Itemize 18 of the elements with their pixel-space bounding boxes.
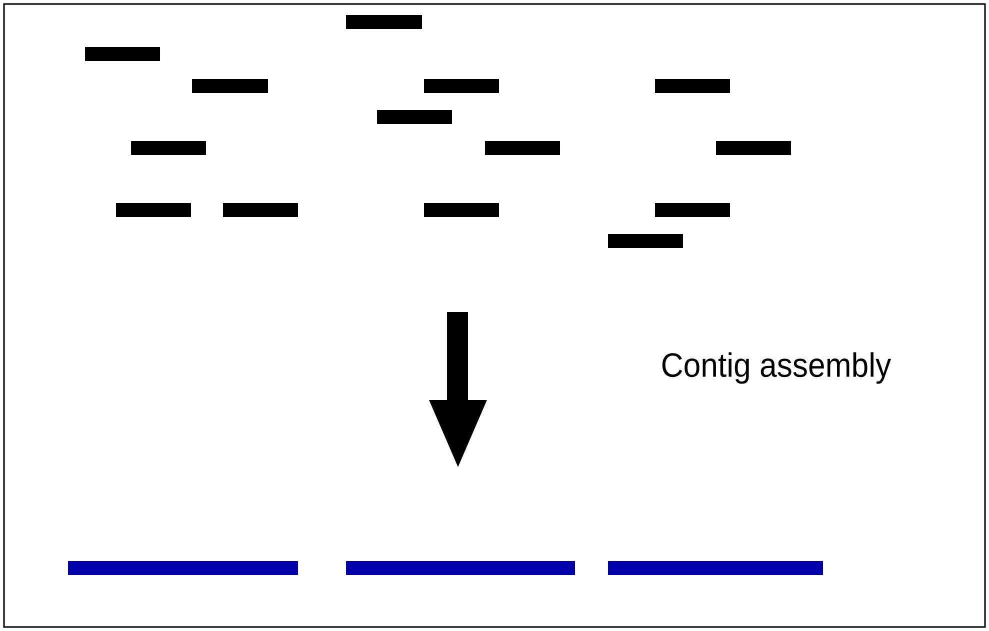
- read-bar: [424, 79, 499, 93]
- caption-text: Contig assembly: [662, 352, 892, 384]
- read-bar: [655, 79, 730, 93]
- contig-bar: [68, 561, 298, 575]
- read-bar: [131, 141, 206, 155]
- read-bar: [377, 110, 452, 124]
- contig-bar: [608, 561, 823, 575]
- read-bar: [192, 79, 268, 93]
- contig-bar: [346, 561, 575, 575]
- read-bar: [346, 15, 422, 29]
- read-bar: [116, 203, 191, 217]
- read-bar: [655, 203, 730, 217]
- read-bar: [85, 47, 160, 61]
- read-bar: [608, 234, 683, 248]
- read-bar: [223, 203, 298, 217]
- read-bar: [424, 203, 499, 217]
- read-bar: [485, 141, 560, 155]
- read-bar: [716, 141, 791, 155]
